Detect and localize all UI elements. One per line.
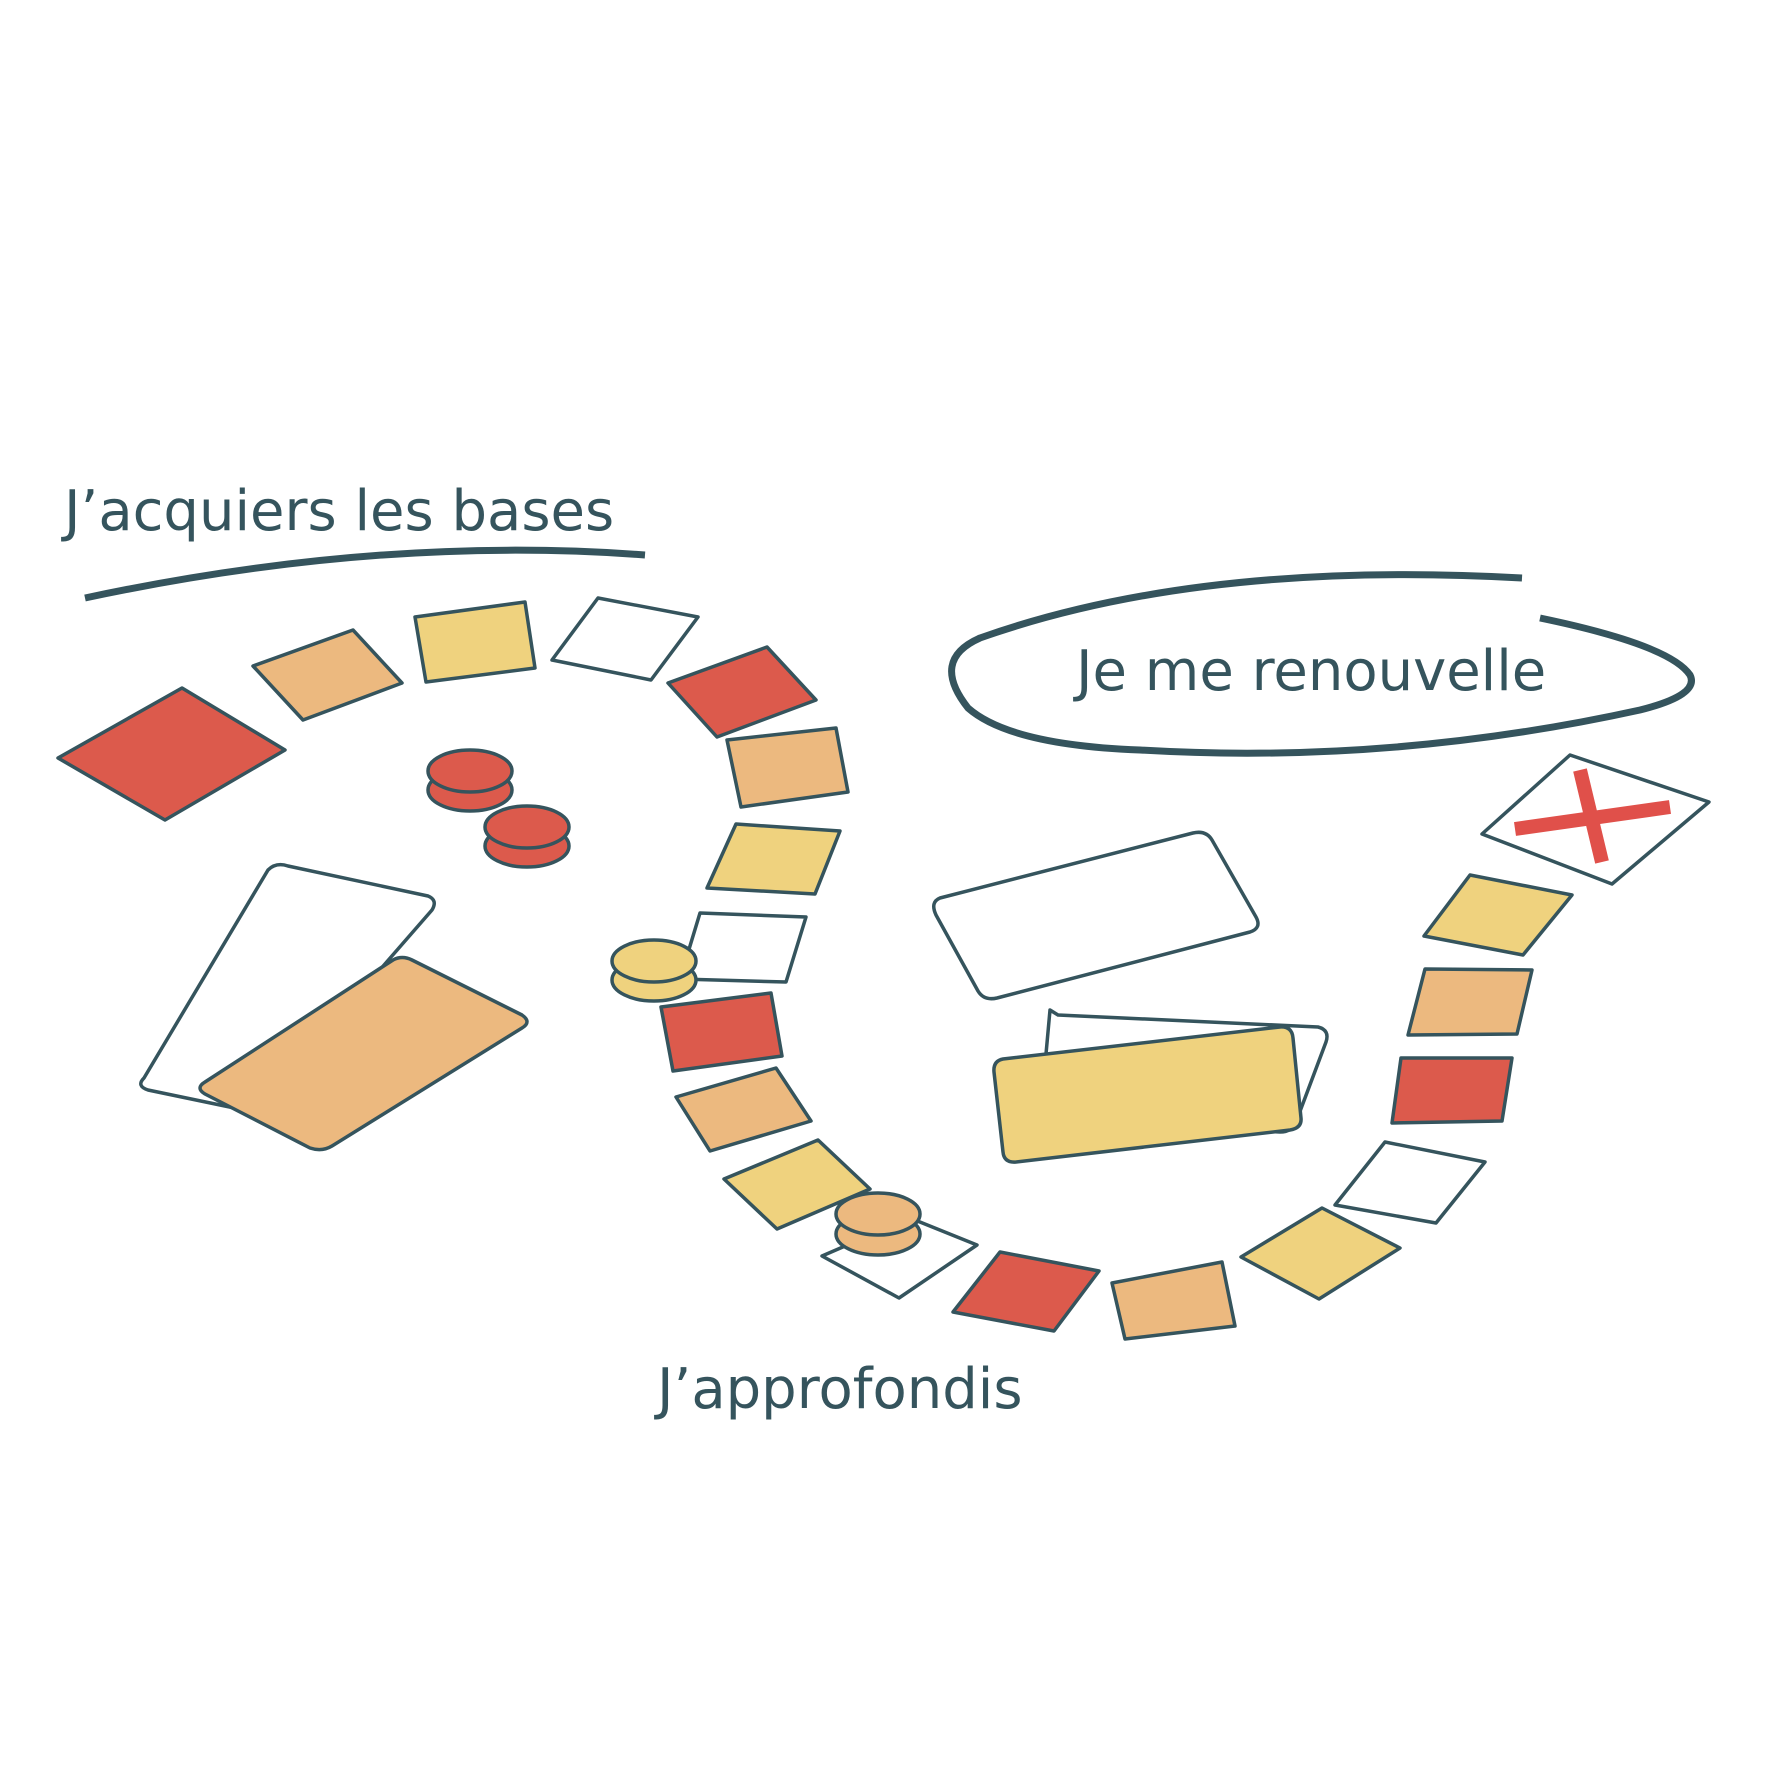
card-deck-orange <box>198 955 529 1152</box>
token-red-stack <box>426 748 514 813</box>
card-decks <box>139 830 1329 1164</box>
stage-basics: J’acquiers les bases <box>61 479 646 602</box>
path-tile-orange <box>1110 1260 1237 1341</box>
path-tile-orange <box>674 1066 813 1153</box>
path-tile-yellow <box>1422 873 1574 957</box>
path-tile-red <box>951 1250 1101 1333</box>
path-tile-yellow <box>413 600 537 684</box>
path-tile-red <box>666 645 818 739</box>
path-tile-yellow <box>722 1138 872 1231</box>
card-deck-yellow <box>992 1025 1303 1164</box>
path-tile-orange <box>725 726 850 809</box>
stage-deepen: J’approfondis <box>654 1357 1023 1422</box>
card-deck-white-2 <box>932 830 1260 1001</box>
path-tile-yellow <box>705 822 842 896</box>
path-tile-white <box>678 911 808 984</box>
path-tile-red <box>1390 1056 1514 1125</box>
stage-renew: Je me renouvelle <box>948 571 1695 757</box>
token-yellow-stack <box>610 938 698 1003</box>
cross-icon <box>1514 768 1671 864</box>
stage-label-renew: Je me renouvelle <box>1073 639 1546 704</box>
path-tile-yellow <box>1239 1206 1402 1301</box>
path-tile-white <box>550 596 700 682</box>
token-orange-stack <box>834 1191 922 1257</box>
ellipse-renew <box>948 571 1695 757</box>
tokens <box>426 748 922 1257</box>
path-tile-red <box>56 686 287 822</box>
path-tile-orange <box>251 628 404 722</box>
path-tile-white <box>1333 1140 1487 1225</box>
token-red-stack-2 <box>483 804 571 869</box>
path-tile-red <box>659 991 784 1073</box>
underline-basics <box>84 546 646 602</box>
path-tiles <box>56 596 1711 1341</box>
stage-label-basics: J’acquiers les bases <box>61 479 614 544</box>
stage-label-deepen: J’approfondis <box>654 1357 1023 1422</box>
path-tile-orange <box>1406 967 1534 1037</box>
finish-tile <box>1480 753 1711 886</box>
